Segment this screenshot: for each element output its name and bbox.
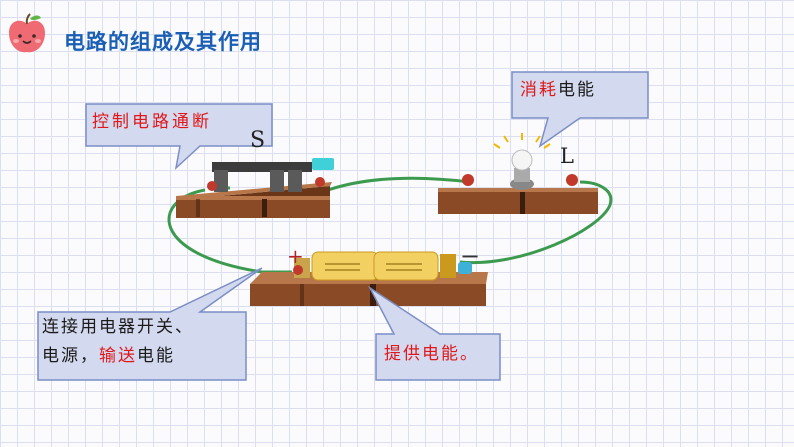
callout-wire-line2-start: 电源， bbox=[42, 346, 99, 366]
battery-board bbox=[250, 251, 488, 306]
switch-board bbox=[176, 158, 334, 218]
callout-wire: 连接用电器开关、 电源，输送电能 bbox=[42, 313, 194, 371]
positive-terminal-label: + bbox=[287, 244, 304, 268]
callout-switch-text: 控制电路通断 bbox=[92, 112, 212, 132]
apple-logo-icon bbox=[9, 13, 45, 53]
callout-wire-line1: 连接用电器开关、 bbox=[42, 317, 194, 337]
negative-terminal-label: − bbox=[460, 242, 481, 270]
callout-bulb-bubble bbox=[511, 71, 649, 148]
callout-battery-text: 提供电能。 bbox=[384, 344, 479, 364]
callout-battery: 提供电能。 bbox=[384, 340, 479, 369]
circuit-wire bbox=[167, 176, 613, 274]
lamp-board bbox=[438, 133, 598, 214]
switch-label: S bbox=[250, 128, 266, 153]
callout-battery-bubble bbox=[368, 285, 501, 381]
callout-wire-highlight: 输送 bbox=[99, 346, 137, 366]
callout-switch: 控制电路通断 bbox=[92, 108, 212, 137]
callout-wire-bubble bbox=[37, 267, 263, 381]
callout-bulb-text: 电能 bbox=[558, 80, 596, 100]
title-bar: 电路的组成及其作用 bbox=[0, 0, 794, 64]
callout-bulb: 消耗电能 bbox=[520, 76, 596, 105]
callout-wire-line2-end: 电能 bbox=[137, 346, 175, 366]
callout-wire-line2: 电源，输送电能 bbox=[42, 342, 194, 371]
lamp-label: L bbox=[560, 144, 574, 168]
callout-bulb-highlight: 消耗 bbox=[520, 80, 558, 100]
page-title: 电路的组成及其作用 bbox=[64, 30, 262, 54]
callout-switch-bubble bbox=[85, 103, 273, 171]
